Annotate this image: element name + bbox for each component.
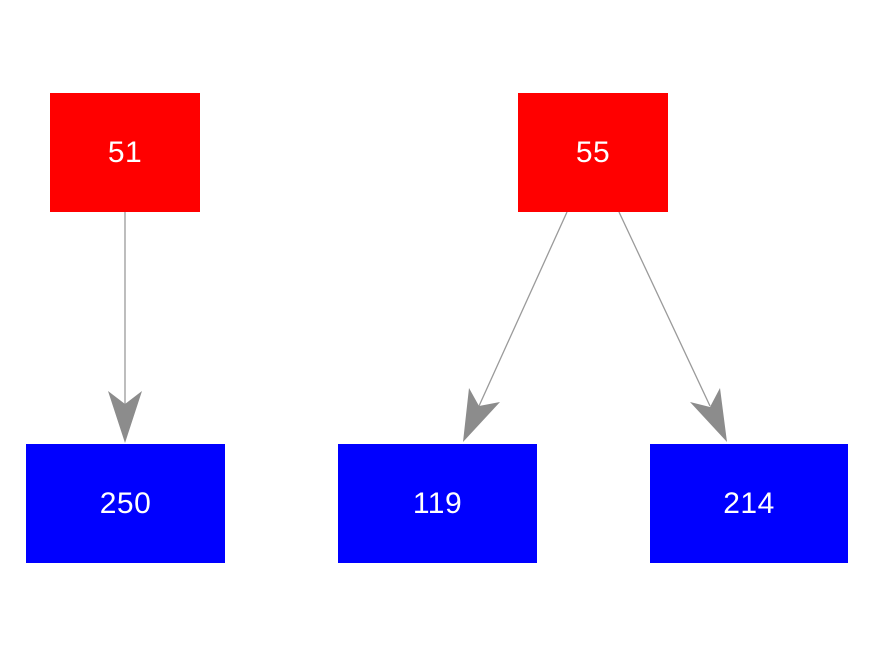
node-label: 119: [412, 486, 463, 520]
node-214[interactable]: 214: [650, 444, 848, 563]
node-119[interactable]: 119: [338, 444, 537, 563]
node-51[interactable]: 51: [50, 93, 200, 212]
node-label: 51: [107, 135, 143, 169]
edge-line: [478, 211, 568, 407]
edge-line: [618, 211, 711, 407]
node-55[interactable]: 55: [518, 93, 668, 212]
arrowhead-icon: [463, 388, 500, 442]
node-250[interactable]: 250: [26, 444, 225, 563]
node-label: 250: [99, 486, 152, 520]
arrowhead-icon: [108, 391, 142, 443]
arrowhead-icon: [690, 388, 727, 442]
node-label: 214: [723, 486, 775, 520]
edge-55-214: [618, 211, 727, 442]
node-label: 55: [575, 135, 611, 169]
edge-55-119: [463, 211, 568, 442]
edge-51-250: [108, 212, 142, 443]
